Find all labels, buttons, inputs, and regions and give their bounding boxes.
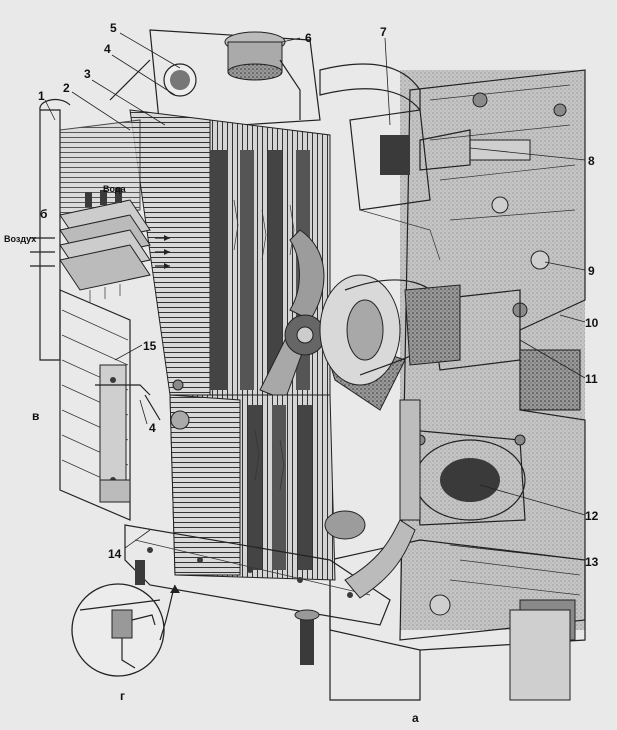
radiator-lower-core: [124, 379, 391, 665]
callout-15: 15: [143, 339, 157, 353]
callout-5: 5: [110, 21, 117, 35]
lower-hose: [324, 399, 421, 599]
callout-4-inset: 4: [149, 421, 156, 435]
callout-12: 12: [585, 509, 599, 523]
inset-b-core-detail: [30, 188, 170, 302]
view-label-a: а: [412, 711, 419, 725]
callout-1: 1: [38, 89, 45, 103]
callout-4: 4: [104, 42, 111, 56]
callout-10: 10: [585, 316, 599, 330]
callout-3: 3: [84, 67, 91, 81]
view-label-v: в: [32, 409, 39, 423]
inset-v-shutters: [59, 289, 161, 521]
callout-7: 7: [380, 25, 387, 39]
view-labels: б в г а Вода Воздух: [4, 184, 419, 725]
callout-8: 8: [588, 154, 595, 168]
thermostat-assembly: [319, 63, 471, 261]
callout-6: 6: [305, 31, 312, 45]
callout-numbers: 1 2 3 4 5 6 7 8 9 10 11 12 13 14 15 4: [38, 21, 599, 569]
view-label-g: г: [120, 689, 125, 703]
fan-assembly: [259, 229, 461, 411]
callout-13: 13: [585, 555, 599, 569]
inset-label-water: Вода: [103, 184, 127, 194]
view-label-b: б: [40, 207, 47, 221]
radiator-upper-tank: [109, 29, 321, 131]
callout-14: 14: [108, 547, 122, 561]
callout-9: 9: [588, 264, 595, 278]
callout-11: 11: [585, 372, 598, 386]
inset-label-air: Воздух: [4, 234, 36, 244]
callout-2: 2: [63, 81, 70, 95]
leader-lines: [44, 32, 586, 561]
inset-g-drain-cock: [71, 583, 180, 677]
